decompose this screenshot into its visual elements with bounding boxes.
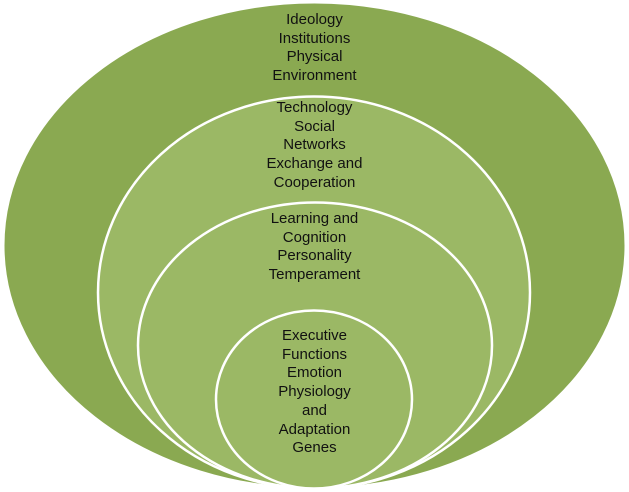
ring-inner <box>214 309 414 490</box>
